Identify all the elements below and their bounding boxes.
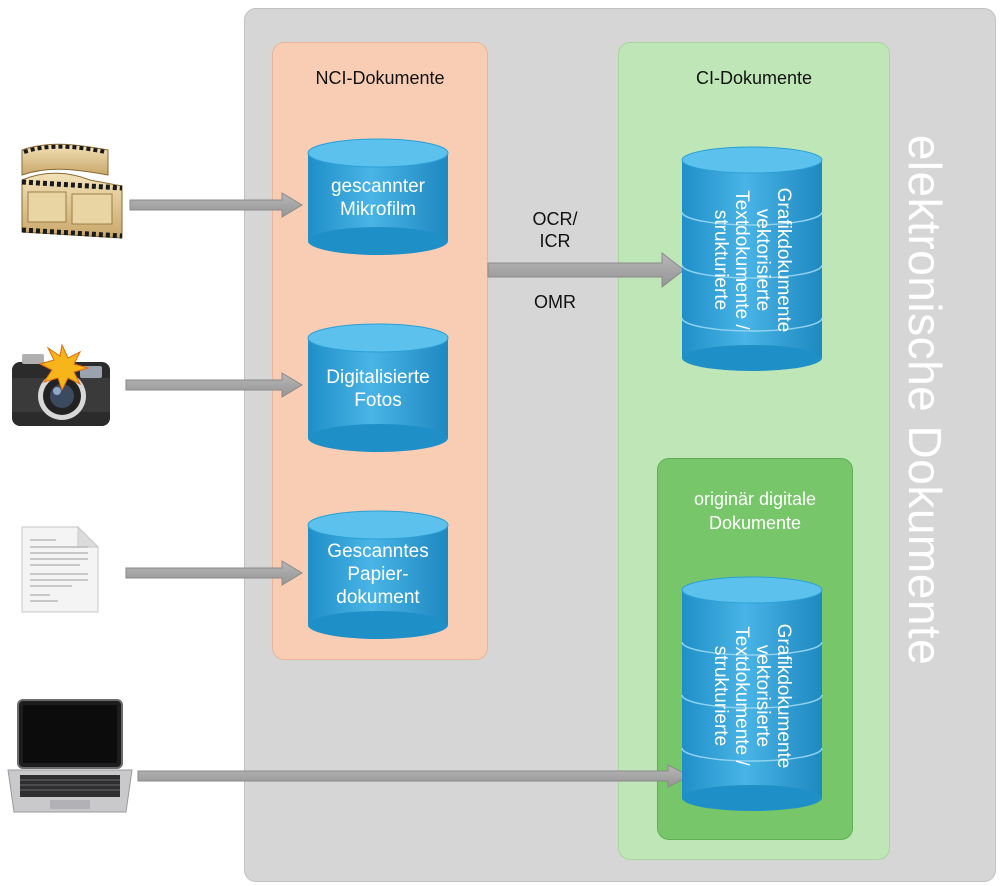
camera-icon: [12, 343, 110, 426]
film-icon: [21, 143, 123, 239]
born-digital-documents-title: originär digitale Dokumente: [693, 489, 817, 533]
database-microfilm-label: gescannter Mikrofilm: [330, 176, 425, 220]
ci-documents-title: CI-Dokumente: [695, 68, 813, 88]
database-photos: [307, 323, 449, 452]
laptop-icon: [7, 699, 133, 813]
arrow-laptop-to-born-digital: [137, 764, 692, 788]
database-scanned-paper-label: Gescanntes Papier- dokument: [327, 541, 429, 608]
database-born-digital-label: Grafikdokumente vektorisierte Textdokume…: [710, 623, 794, 769]
arrow-film-to-microfilm: [129, 192, 303, 218]
database-microfilm: [307, 138, 449, 255]
omr-label: OMR: [534, 292, 576, 312]
nci-documents-title: NCI-Dokumente: [315, 68, 445, 88]
database-born-digital: [681, 576, 823, 811]
database-photos-label: Digitalisierte Fotos: [326, 367, 430, 411]
paper-document-icon: [21, 525, 100, 613]
database-ci-documents: [681, 146, 823, 371]
arrow-paper-to-scanned-document: [125, 560, 303, 586]
ocr-icr-label: OCR/ ICR: [532, 209, 578, 251]
database-ci-label: Grafikdokumente vektorisierte Textdokume…: [710, 187, 794, 333]
arrow-camera-to-photos: [125, 372, 303, 398]
database-scanned-paper: [307, 510, 449, 639]
arrow-nci-to-ci-conversion: [487, 251, 685, 289]
